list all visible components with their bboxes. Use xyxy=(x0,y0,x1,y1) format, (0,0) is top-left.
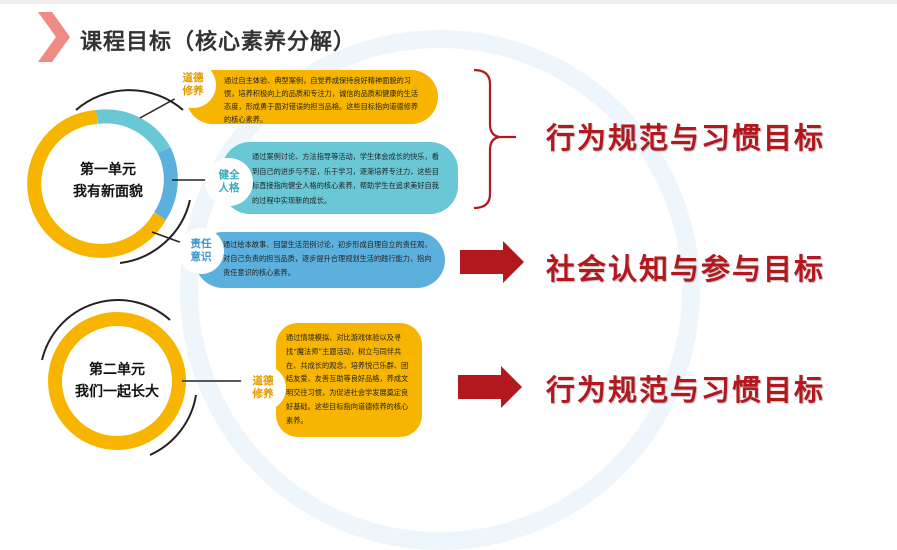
card-moral-1: 通过自主体验、典型案例，自觉养成保持良好精神面貌的习惯，培养积极向上的品质和专注… xyxy=(186,70,438,124)
card-text: 通过自主体验、典型案例，自觉养成保持良好精神面貌的习惯，培养积极向上的品质和专注… xyxy=(224,76,419,124)
top-divider xyxy=(0,0,897,4)
page-title: 课程目标（核心素养分解） xyxy=(80,30,357,55)
goal-behavior-1: 行为规范与习惯目标 xyxy=(546,121,826,155)
card-text: 通过案例讨论、方法指导等活动，学生体会成长的快乐，看到自己的进步与不足，乐于学习… xyxy=(252,152,439,205)
tag-responsibility: 责任 意识 xyxy=(178,228,224,274)
card-moral-2: 通过情境模拟、对比游戏体验以及寻找“魔法师”主题活动，树立与同伴共在、共成长的观… xyxy=(276,323,422,437)
unit1-label: 第一单元 xyxy=(80,162,136,178)
tag-personality: 健全 人格 xyxy=(205,158,253,206)
card-personality: 通过案例讨论、方法指导等活动，学生体会成长的快乐，看到自己的进步与不足，乐于学习… xyxy=(222,142,458,214)
unit2-circle: 第二单元 我们一起长大 xyxy=(63,327,171,435)
unit1-name: 我有新面貌 xyxy=(73,184,143,200)
goal-behavior-2: 行为规范与习惯目标 xyxy=(546,373,826,407)
card-responsibility: 通过绘本故事、回望生活范例讨论，初步形成自理自立的责任观，对自己负责的担当品质，… xyxy=(195,232,445,288)
chevron-icon xyxy=(38,12,70,62)
card-text: 通过情境模拟、对比游戏体验以及寻找“魔法师”主题活动，树立与同伴共在、共成长的观… xyxy=(286,333,409,425)
unit1-outer-arc-1 xyxy=(75,89,184,111)
card-text: 通过绘本故事、回望生活范例讨论，初步形成自理自立的责任观，对自己负责的担当品质，… xyxy=(223,240,432,277)
goal-social: 社会认知与参与目标 xyxy=(546,252,826,286)
tag-moral-1: 道德 修养 xyxy=(170,62,216,108)
unit2-name: 我们一起长大 xyxy=(75,384,159,400)
unit2-label: 第二单元 xyxy=(89,362,145,378)
unit1-circle: 第一单元 我有新面貌 xyxy=(54,127,162,235)
tag-moral-2: 道德 修养 xyxy=(240,365,286,411)
